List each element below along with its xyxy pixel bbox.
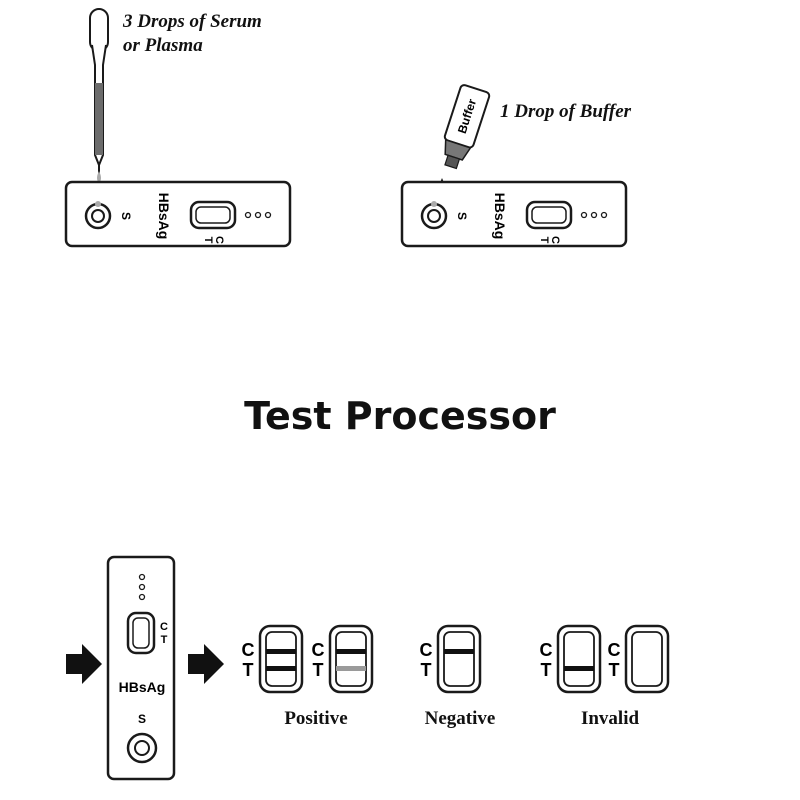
result-negative: C T <box>420 624 482 694</box>
control-label: C <box>312 640 325 660</box>
sample-drop <box>95 201 101 207</box>
device-name: HBsAg <box>492 193 508 240</box>
negative-label: Negative <box>424 708 496 729</box>
test-label: T <box>313 660 324 680</box>
control-label: C <box>540 640 553 660</box>
test-line <box>564 666 594 671</box>
device-name: HBsAg <box>156 193 172 240</box>
control-label: C <box>213 236 225 244</box>
result-positive-strong: C T <box>242 624 304 694</box>
control-line <box>336 649 366 654</box>
test-cassette-serum: S HBsAg C T <box>64 180 292 248</box>
test-label: T <box>421 660 432 680</box>
buffer-caption: 1 Drop of Buffer <box>500 101 632 122</box>
result-windows: C T C T C T C T C T <box>242 624 670 694</box>
sample-well-label: S <box>138 712 146 726</box>
positive-label: Positive <box>284 708 348 729</box>
test-label: T <box>541 660 552 680</box>
control-label: C <box>160 621 168 633</box>
test-cassette-buffer: S HBsAg C T <box>400 180 628 248</box>
test-label: T <box>202 237 214 244</box>
result-positive-faint: C T <box>312 624 374 694</box>
serum-caption: 3 Drops of Serum or Plasma <box>123 10 262 58</box>
test-label: T <box>161 634 168 646</box>
test-line <box>266 666 296 671</box>
control-line <box>266 649 296 654</box>
serum-caption-line2: or Plasma <box>123 35 203 56</box>
control-line <box>444 649 474 654</box>
serum-caption-line1: 3 Drops of Serum <box>123 11 262 32</box>
test-line <box>336 666 366 671</box>
result-invalid-none: C T <box>608 624 670 694</box>
sample-well-label: S <box>455 212 469 220</box>
sample-well-label: S <box>119 212 133 220</box>
test-label: T <box>538 237 550 244</box>
control-label: C <box>420 640 433 660</box>
vertical-test-cassette: C T HBsAg S <box>106 555 176 781</box>
result-invalid-t-only: C T <box>540 624 602 694</box>
device-name: HBsAg <box>119 679 166 695</box>
serum-pipette <box>89 8 109 183</box>
test-label: T <box>609 660 620 680</box>
arrow-right-icon <box>188 644 224 684</box>
arrow-right-icon <box>66 644 102 684</box>
control-label: C <box>242 640 255 660</box>
sample-drop <box>431 201 437 207</box>
buffer-bottle: Buffer <box>440 84 491 190</box>
control-label: C <box>608 640 621 660</box>
invalid-label: Invalid <box>580 708 640 729</box>
control-label: C <box>549 236 561 244</box>
test-label: T <box>243 660 254 680</box>
page-title: Test Processor <box>244 394 556 438</box>
